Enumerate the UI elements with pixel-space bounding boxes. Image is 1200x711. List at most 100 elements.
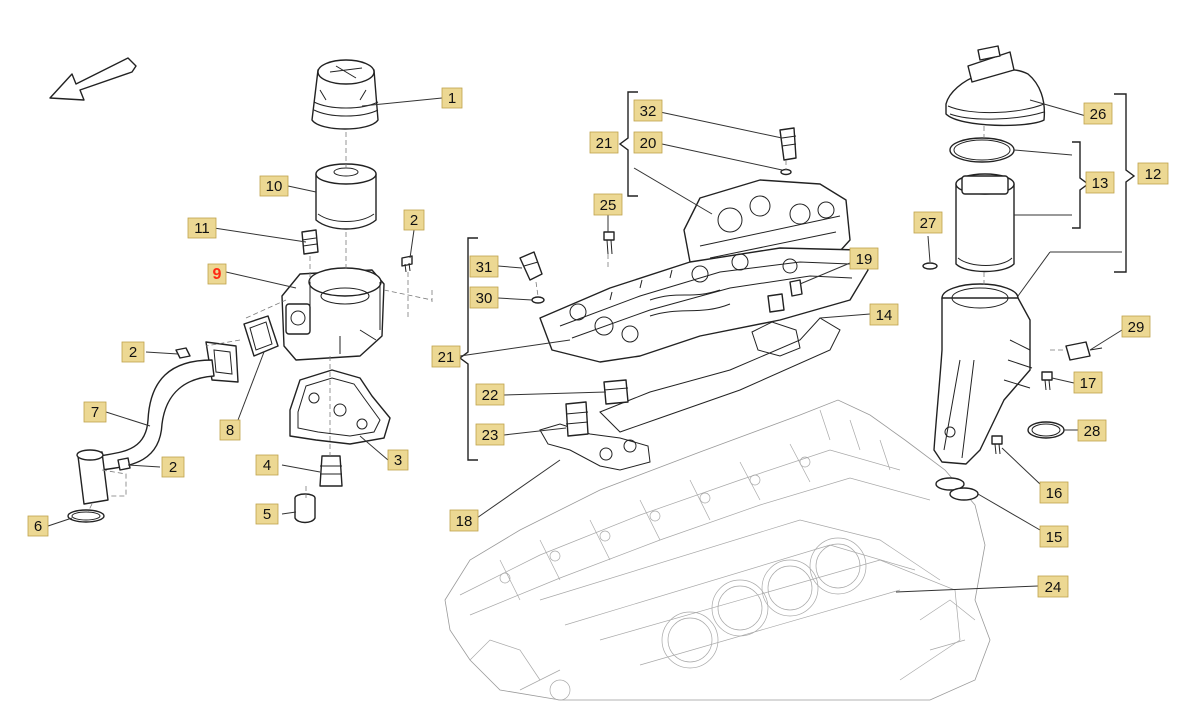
callout-number: 6 — [34, 518, 42, 535]
o-ring-28 — [1027, 421, 1065, 439]
callout-number: 26 — [1090, 106, 1107, 123]
callout-10: 10 — [259, 175, 289, 197]
callout-number: 22 — [482, 387, 499, 404]
callout-21: 21 — [431, 345, 461, 368]
bolt-17 — [1041, 371, 1053, 391]
bolt-top — [401, 255, 413, 273]
callout-number: 10 — [266, 178, 283, 195]
callout-number: 20 — [640, 135, 657, 152]
callout-number: 7 — [91, 404, 99, 421]
o-ring-27 — [922, 262, 938, 270]
callout-8: 8 — [219, 419, 241, 441]
o-ring-30 — [531, 296, 545, 304]
callout-number: 28 — [1084, 423, 1101, 440]
callout-number: 21 — [596, 135, 613, 152]
plug — [294, 493, 316, 524]
direction-arrow-icon — [49, 57, 137, 101]
valve-cover-gasket — [599, 317, 841, 433]
callout-22: 22 — [475, 383, 505, 406]
oil-pipe — [76, 341, 239, 505]
callout-2: 2 — [121, 341, 145, 363]
callout-12: 12 — [1137, 162, 1169, 185]
bolt-16 — [991, 435, 1003, 455]
valve-cover — [539, 247, 869, 363]
callout-21: 21 — [589, 131, 619, 154]
callout-3: 3 — [387, 449, 409, 471]
callout-2: 2 — [161, 456, 185, 478]
bolt-25 — [603, 231, 615, 255]
callout-9-highlighted: 9 — [207, 263, 227, 285]
callout-32: 32 — [633, 99, 663, 122]
oil-filter-cap — [311, 59, 379, 130]
callout-number: 32 — [640, 103, 657, 120]
callout-24: 24 — [1037, 575, 1069, 598]
callout-1: 1 — [441, 87, 463, 109]
callout-30: 30 — [469, 286, 499, 309]
callout-number: 2 — [410, 212, 418, 229]
callout-20: 20 — [633, 131, 663, 154]
sensor-29 — [1065, 341, 1103, 361]
callout-number: 3 — [394, 452, 402, 469]
callout-number: 11 — [194, 220, 210, 237]
callout-number: 12 — [1145, 166, 1162, 183]
callout-number: 13 — [1092, 175, 1109, 192]
callout-number: 21 — [438, 349, 455, 366]
bolt-left — [117, 347, 191, 471]
sensor-32 — [779, 127, 797, 161]
filter-cartridge-13 — [955, 173, 1015, 273]
sensor-31 — [519, 251, 543, 281]
callout-4: 4 — [255, 454, 279, 476]
o-rings-15 — [935, 477, 979, 501]
callout-number: 17 — [1080, 375, 1097, 392]
filter-housing — [281, 267, 385, 361]
lower-gasket — [539, 423, 651, 471]
callout-number: 2 — [129, 344, 137, 361]
callout-7: 7 — [83, 401, 107, 423]
callout-28: 28 — [1077, 419, 1107, 442]
callout-number: 14 — [876, 307, 893, 324]
o-ring-20 — [780, 168, 792, 176]
o-ring-6 — [67, 509, 105, 523]
callout-14: 14 — [869, 303, 899, 326]
assembly-guide-lines — [87, 126, 1066, 513]
sensor-plug — [301, 229, 319, 255]
callout-23: 23 — [475, 423, 505, 446]
fitting-23 — [565, 401, 589, 437]
oil-filter-cover-26 — [945, 45, 1046, 127]
adapter-gasket-plate — [289, 369, 391, 445]
callout-number: 8 — [226, 422, 234, 439]
callout-25: 25 — [593, 193, 623, 216]
callout-16: 16 — [1039, 481, 1069, 504]
callout-number: 27 — [920, 215, 937, 232]
o-ring-13 — [949, 137, 1015, 163]
callout-26: 26 — [1083, 102, 1113, 125]
callout-13: 13 — [1085, 171, 1115, 194]
callout-number: 15 — [1046, 529, 1063, 546]
callout-27: 27 — [913, 211, 943, 234]
callout-number: 30 — [476, 290, 493, 307]
callout-29: 29 — [1121, 315, 1151, 338]
filter-element — [315, 163, 377, 230]
sensor-22 — [603, 379, 629, 405]
housing-gasket — [243, 315, 279, 357]
callout-number: 4 — [263, 457, 271, 474]
callout-15: 15 — [1039, 525, 1069, 548]
callout-number: 9 — [213, 266, 222, 283]
callout-number: 29 — [1128, 319, 1145, 336]
callout-number: 18 — [456, 513, 473, 530]
filter-housing-right — [933, 283, 1033, 465]
callout-6: 6 — [27, 515, 49, 537]
sensor-19 — [767, 279, 803, 313]
callout-number: 1 — [448, 90, 456, 107]
callout-2: 2 — [403, 209, 425, 231]
callout-19: 19 — [849, 247, 879, 270]
callout-number: 23 — [482, 427, 499, 444]
callout-number: 19 — [856, 251, 873, 268]
callout-number: 16 — [1046, 485, 1063, 502]
callout-11: 11 — [187, 217, 217, 239]
engine-block — [444, 399, 991, 701]
callout-17: 17 — [1073, 371, 1103, 394]
callout-number: 2 — [169, 459, 177, 476]
